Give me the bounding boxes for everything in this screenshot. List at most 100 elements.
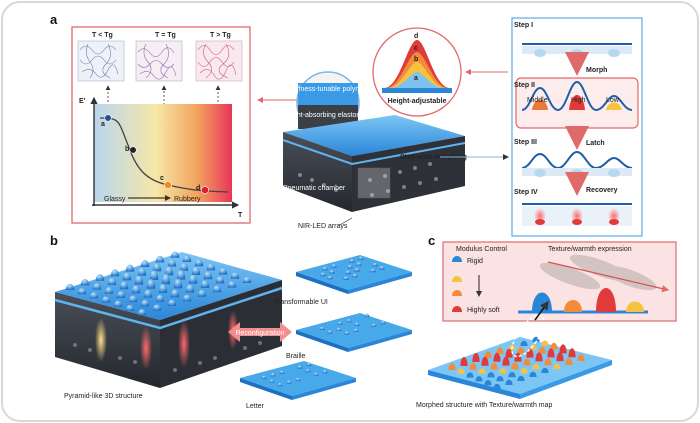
pyramid-bump	[116, 290, 126, 298]
letter-bump	[305, 368, 311, 373]
pyramid-bump	[218, 267, 228, 275]
temp-label-2: T = Tg	[155, 32, 176, 39]
morphed-bump	[469, 363, 477, 370]
step-3-label: Step III	[514, 139, 537, 146]
letter-label: Letter	[246, 403, 265, 410]
morphed-bump	[520, 340, 528, 346]
pyramid-bump	[170, 251, 180, 258]
pyramid-bump	[188, 274, 198, 284]
pyramid-bump	[179, 262, 189, 271]
morphed-bump	[529, 371, 537, 377]
rigid-label: Rigid	[467, 258, 483, 265]
y-axis-label: E'	[79, 98, 86, 105]
transformable-bump	[379, 265, 385, 270]
layer-zoom-circle	[296, 71, 360, 135]
point-b	[129, 146, 137, 154]
morphed-bump	[568, 348, 576, 358]
morphed-bump	[505, 379, 513, 385]
pyramid-bump	[170, 289, 180, 298]
point-a-label: a	[101, 121, 105, 128]
letter-bumps	[261, 362, 328, 387]
pyramid-bump	[92, 283, 102, 290]
morphed-bump	[457, 368, 465, 374]
texture-inset	[442, 241, 677, 322]
pyramid-bump	[140, 299, 150, 307]
pyramid-bump	[107, 277, 117, 285]
point-c-label: c	[160, 175, 164, 182]
braille-bump	[337, 321, 343, 325]
pyramid-bumps	[65, 251, 252, 316]
steps-panel	[511, 17, 643, 237]
pyramid-bump	[110, 269, 120, 277]
pyramid-bump	[215, 276, 225, 284]
nir-label: NIR-LED arrays	[298, 223, 348, 230]
level-middle-label: Middle	[527, 97, 548, 104]
pyramid-bump	[77, 288, 87, 295]
pyramid-bump	[149, 270, 159, 280]
morphed-bump	[472, 353, 480, 362]
recovery-label: Recovery	[586, 187, 618, 194]
pyramid-bump	[191, 266, 201, 275]
transformable-bumps	[320, 256, 385, 280]
letter-bump	[269, 379, 275, 383]
pyramid-bump	[128, 295, 138, 303]
pyramid-bump	[155, 255, 165, 263]
morphed-bump	[505, 348, 513, 358]
pyramid-bump	[173, 278, 183, 289]
polymer-network-swatches	[77, 40, 243, 82]
pyramid-bump	[230, 272, 240, 279]
highly-soft-label: Highly soft	[467, 307, 500, 314]
pyramid-bump	[155, 294, 165, 302]
morphed-bump	[484, 379, 492, 386]
latch-label: Latch	[586, 140, 605, 147]
morphed-bump	[508, 371, 516, 378]
braille-bump	[353, 328, 359, 332]
transformable-bump	[343, 276, 349, 280]
transformable-bump	[352, 273, 358, 278]
reconfiguration-arrow	[228, 322, 292, 342]
morphed-bump	[535, 352, 543, 362]
morphed-bump	[538, 346, 546, 354]
pyramid-bump	[197, 289, 207, 297]
pyramid-bump	[125, 264, 135, 272]
morphed-bump	[514, 352, 522, 362]
temperature-gradient	[94, 104, 232, 202]
pyramid-bump	[161, 273, 171, 285]
pyramid-bump	[113, 300, 123, 307]
transformable-bump	[372, 262, 378, 267]
braille-bump	[364, 313, 370, 317]
pyramid-bump	[146, 278, 156, 289]
pyramid-bump	[152, 304, 162, 311]
pyramid-bump	[95, 274, 105, 281]
morphed-bump	[493, 352, 501, 362]
transformable-bump	[320, 272, 326, 277]
transformable-bump	[349, 258, 355, 263]
braille-bump	[336, 327, 342, 331]
morphed-bump	[547, 348, 555, 358]
point-d	[201, 186, 209, 194]
pyramid-bump	[152, 263, 162, 272]
texture-warmth-title: Texture/warmth expression	[548, 246, 632, 253]
pyramid-bump	[158, 283, 168, 293]
braille-bump	[371, 323, 377, 327]
morphed-bump	[502, 356, 510, 366]
letter-bump	[279, 370, 285, 374]
pyramid-bump	[227, 281, 237, 288]
pyramid-bump	[185, 284, 195, 293]
morphed-bump	[466, 372, 474, 378]
transformable-bump	[354, 267, 360, 272]
pyramid-bump	[206, 263, 216, 271]
modulus-control-label: Modulus Control	[456, 246, 507, 253]
morphed-bump	[559, 344, 567, 354]
pyramid-bump	[137, 309, 147, 316]
modulus-curve	[99, 117, 229, 193]
transformable-bump	[327, 275, 333, 280]
braille-bump	[380, 320, 386, 325]
device-box	[282, 115, 466, 212]
pyramid-bump	[80, 279, 90, 286]
morphed-bump	[541, 340, 549, 346]
morphed-bump	[448, 363, 456, 370]
pyramid-bump	[134, 275, 144, 285]
height-adjustable-label: Height-adjustable	[388, 98, 447, 105]
pyramid-bump	[131, 285, 141, 294]
